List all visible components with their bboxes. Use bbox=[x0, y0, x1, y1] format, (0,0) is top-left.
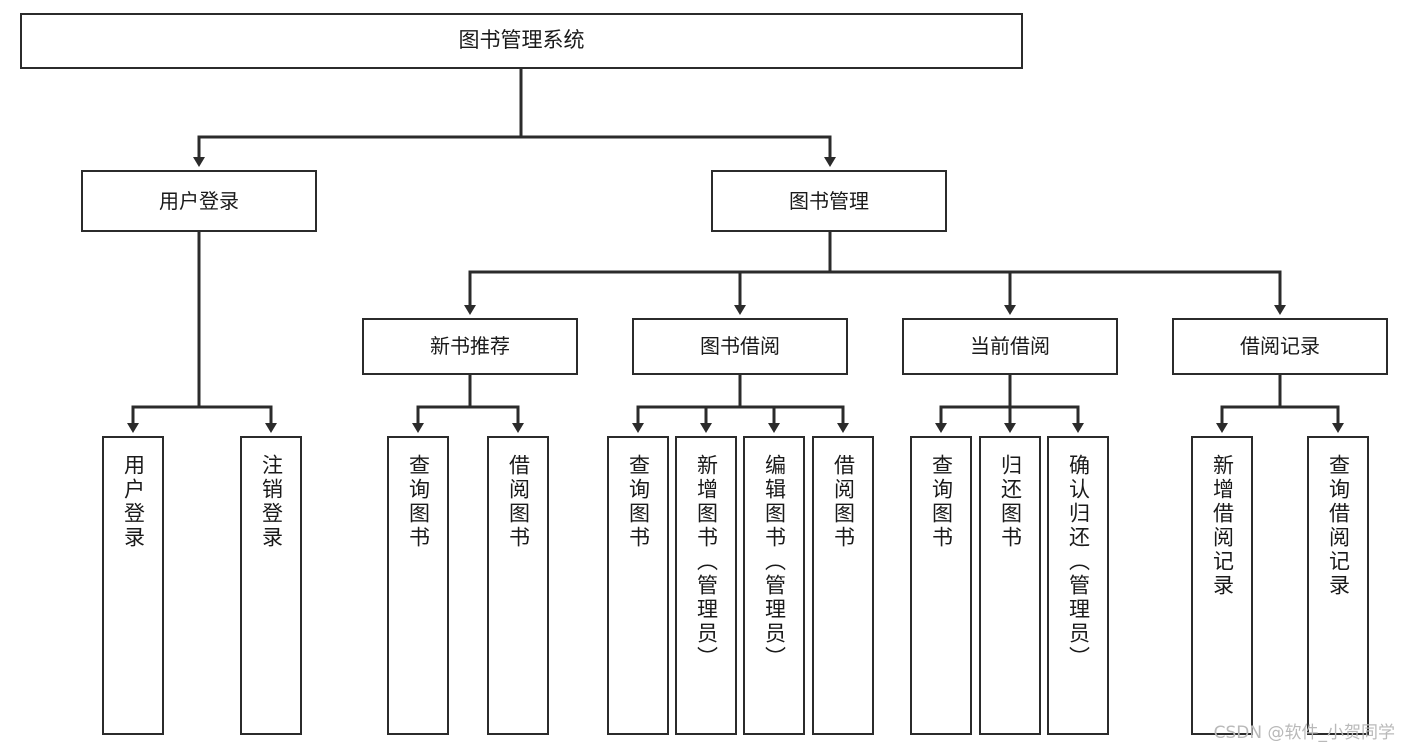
node-label: 借阅记录 bbox=[1240, 334, 1320, 359]
node-leaf-add-record[interactable]: 新增借阅记录 bbox=[1191, 436, 1253, 735]
node-label: 图书管理系统 bbox=[458, 28, 585, 53]
csdn-watermark: CSDN @软件_小贺同学 bbox=[1213, 723, 1395, 743]
node-leaf-edit-book-admin[interactable]: 编辑图书（管理员） bbox=[743, 436, 805, 735]
node-leaf-logout[interactable]: 注销登录 bbox=[240, 436, 302, 735]
node-label: 用户登录 bbox=[159, 188, 239, 213]
node-label: 归还图书 bbox=[998, 454, 1023, 550]
node-new-book-recommend[interactable]: 新书推荐 bbox=[362, 318, 578, 375]
node-book-borrow[interactable]: 图书借阅 bbox=[632, 318, 848, 375]
node-label: 借阅图书 bbox=[506, 454, 531, 550]
node-label: 当前借阅 bbox=[970, 334, 1050, 359]
node-leaf-query-book-1[interactable]: 查询图书 bbox=[387, 436, 449, 735]
node-label: 新增图书（管理员） bbox=[694, 454, 719, 670]
node-label: 查询图书 bbox=[929, 454, 954, 550]
node-leaf-confirm-return-admin[interactable]: 确认归还（管理员） bbox=[1047, 436, 1109, 735]
node-label: 借阅图书 bbox=[831, 454, 856, 550]
node-label: 新书推荐 bbox=[430, 334, 510, 359]
node-leaf-add-book-admin[interactable]: 新增图书（管理员） bbox=[675, 436, 737, 735]
node-label: 用户登录 bbox=[121, 454, 146, 550]
node-borrow-record[interactable]: 借阅记录 bbox=[1172, 318, 1388, 375]
node-leaf-query-book-2[interactable]: 查询图书 bbox=[607, 436, 669, 735]
node-label: 查询图书 bbox=[406, 454, 431, 550]
node-current-borrow[interactable]: 当前借阅 bbox=[902, 318, 1118, 375]
node-leaf-query-record[interactable]: 查询借阅记录 bbox=[1307, 436, 1369, 735]
node-label: 新增借阅记录 bbox=[1210, 454, 1235, 598]
node-label: 查询图书 bbox=[626, 454, 651, 550]
node-label: 查询借阅记录 bbox=[1326, 454, 1351, 598]
node-user-login[interactable]: 用户登录 bbox=[81, 170, 317, 232]
node-leaf-query-book-3[interactable]: 查询图书 bbox=[910, 436, 972, 735]
node-leaf-user-login[interactable]: 用户登录 bbox=[102, 436, 164, 735]
node-book-management[interactable]: 图书管理 bbox=[711, 170, 947, 232]
node-leaf-return-book[interactable]: 归还图书 bbox=[979, 436, 1041, 735]
node-leaf-borrow-book-1[interactable]: 借阅图书 bbox=[487, 436, 549, 735]
node-label: 图书管理 bbox=[789, 188, 869, 213]
node-label: 编辑图书（管理员） bbox=[762, 454, 787, 670]
node-leaf-borrow-book-2[interactable]: 借阅图书 bbox=[812, 436, 874, 735]
node-root-system[interactable]: 图书管理系统 bbox=[20, 13, 1023, 69]
node-label: 确认归还（管理员） bbox=[1066, 454, 1091, 670]
node-label: 图书借阅 bbox=[700, 334, 780, 359]
node-label: 注销登录 bbox=[259, 454, 284, 550]
